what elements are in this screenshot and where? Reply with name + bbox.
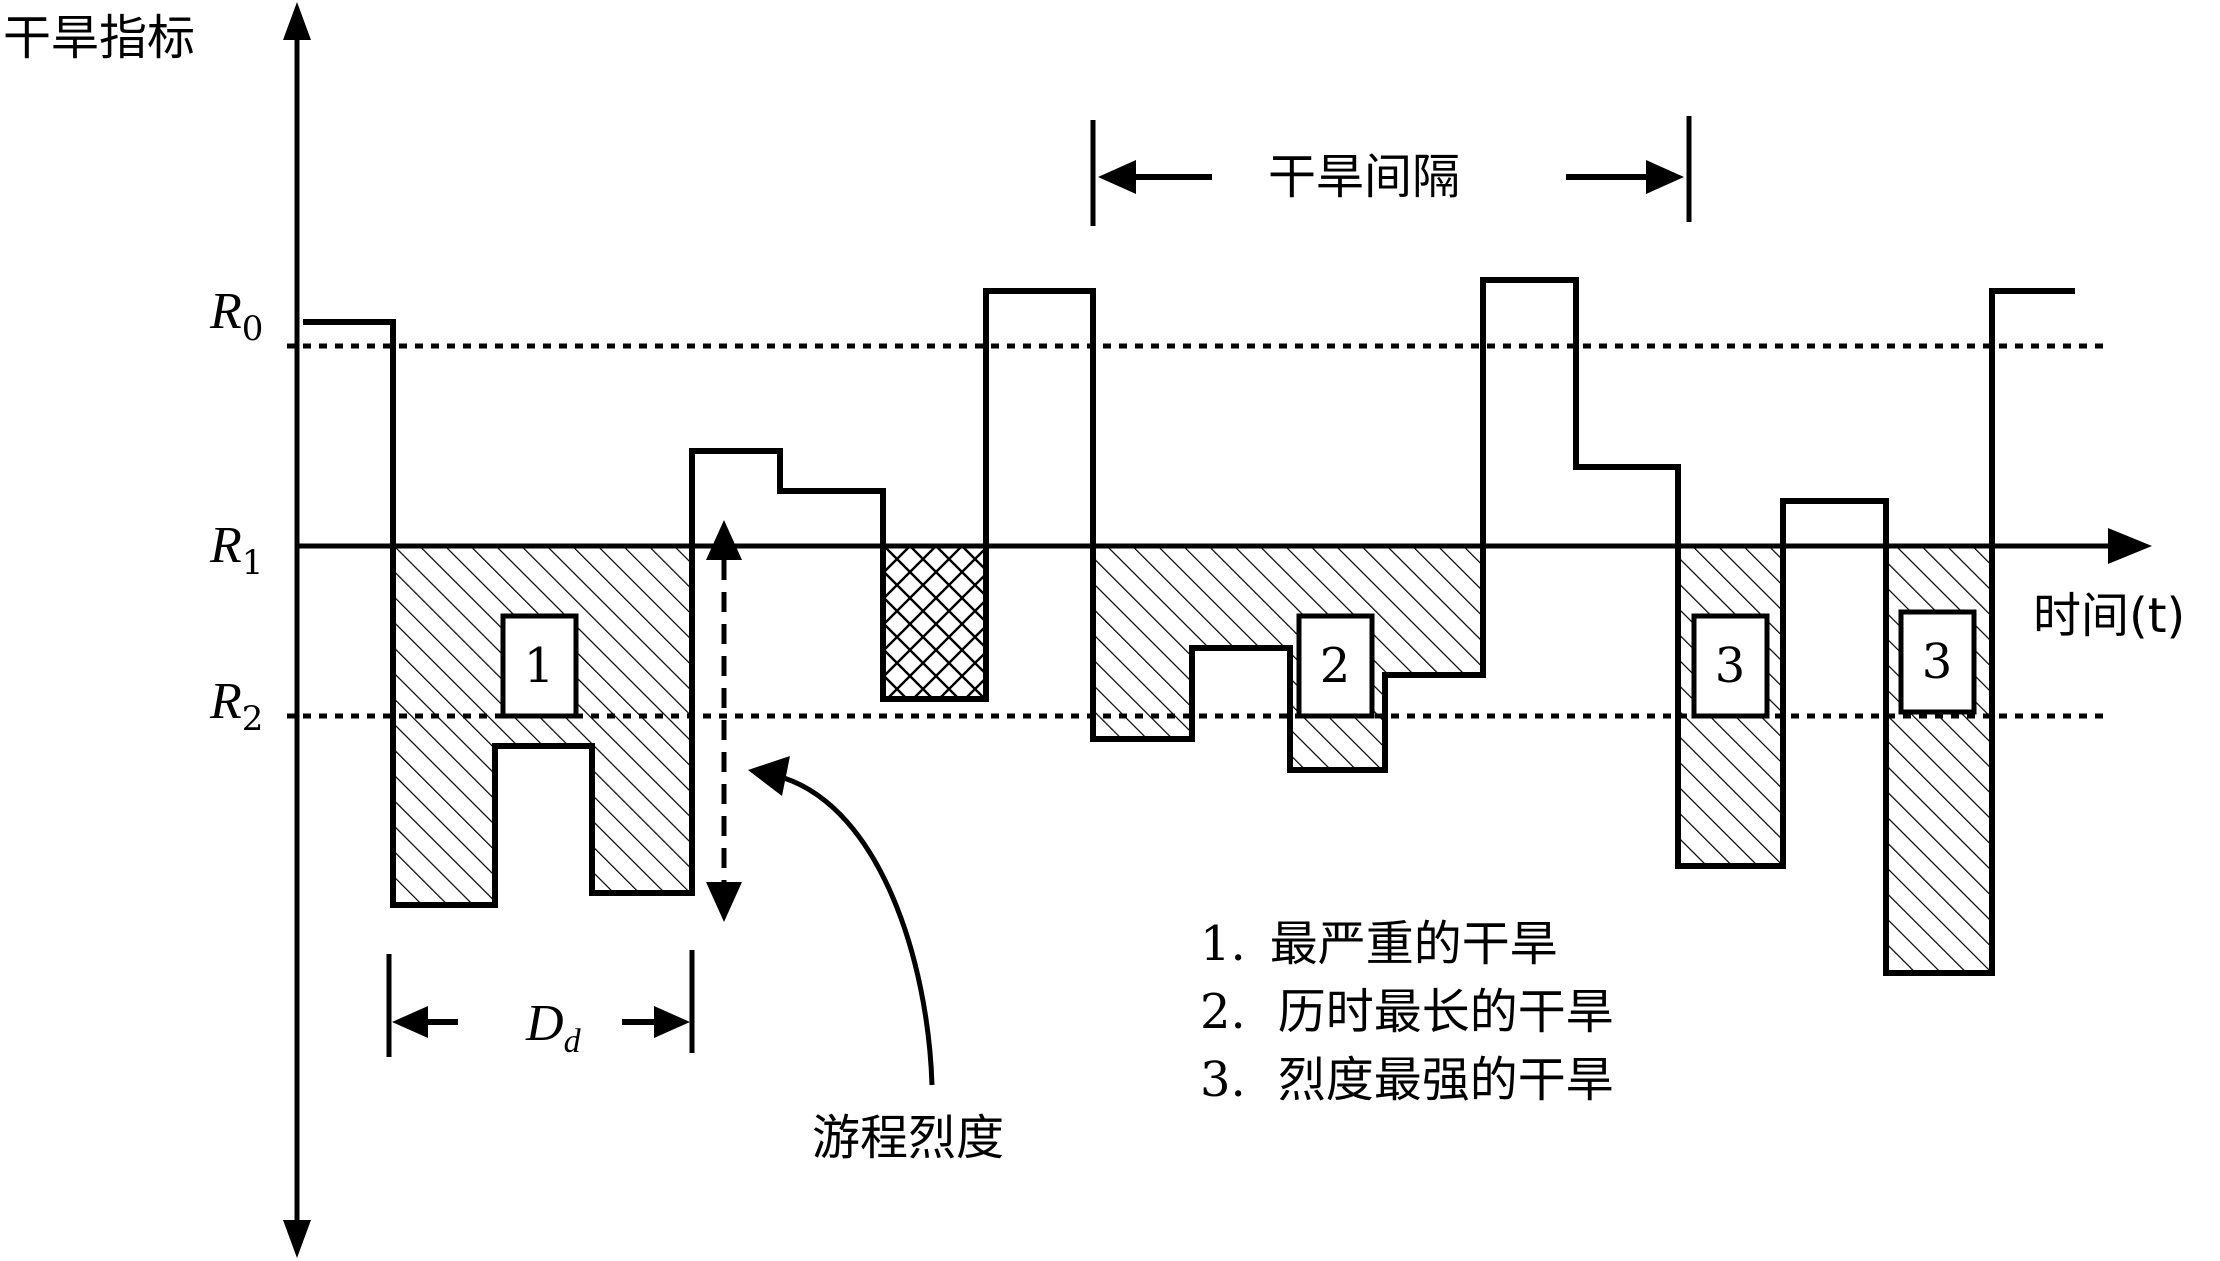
event-marker-3b: 3 bbox=[1898, 609, 1977, 715]
event-marker-3b-text: 3 bbox=[1922, 634, 1953, 690]
r2-label: R2 bbox=[209, 673, 263, 739]
r0-label: R0 bbox=[209, 283, 263, 349]
run-severity-pointer-head bbox=[748, 756, 790, 796]
drought-interval-label: 干旱间隔 bbox=[1268, 149, 1460, 205]
y-axis-label: 干旱指标 bbox=[3, 10, 195, 66]
duration-left-arrowhead bbox=[392, 1006, 428, 1038]
r1-label: R1 bbox=[209, 517, 263, 583]
run-severity-pointer bbox=[783, 775, 935, 1086]
x-axis-arrowhead bbox=[2108, 528, 2152, 564]
run-severity-arrowhead-down bbox=[706, 882, 742, 922]
event-marker-2: 2 bbox=[1296, 613, 1375, 719]
event-marker-2-text: 2 bbox=[1320, 638, 1351, 694]
legend-item-3: 3.烈度最强的干旱 bbox=[1200, 1052, 1614, 1108]
run-severity-label: 游程烈度 bbox=[812, 1110, 1004, 1166]
run-severity-arrowhead-up bbox=[706, 520, 742, 560]
drought-area-1 bbox=[393, 546, 692, 905]
duration-right-arrowhead bbox=[654, 1006, 690, 1038]
pooled-minor-area bbox=[883, 546, 986, 699]
event-marker-3a-text: 3 bbox=[1715, 638, 1746, 694]
y-axis-arrowhead-down bbox=[283, 1220, 311, 1258]
event-marker-1: 1 bbox=[500, 613, 579, 719]
interval-left-arrowhead bbox=[1098, 160, 1136, 194]
drought-index-curve bbox=[303, 277, 2075, 976]
legend-item-2: 2.历时最长的干旱 bbox=[1200, 984, 1614, 1040]
legend-item-1: 1.最严重的干旱 bbox=[1200, 916, 1558, 972]
y-axis-arrowhead-up bbox=[283, 2, 311, 40]
duration-label: Dd bbox=[525, 995, 582, 1060]
event-marker-1-text: 1 bbox=[524, 638, 555, 694]
x-axis-label: 时间(t) bbox=[2033, 588, 2185, 644]
event-marker-3a: 3 bbox=[1691, 613, 1770, 719]
interval-right-arrowhead bbox=[1646, 160, 1684, 194]
legend: 1.最严重的干旱 2.历时最长的干旱 3.烈度最强的干旱 bbox=[1200, 916, 1614, 1108]
